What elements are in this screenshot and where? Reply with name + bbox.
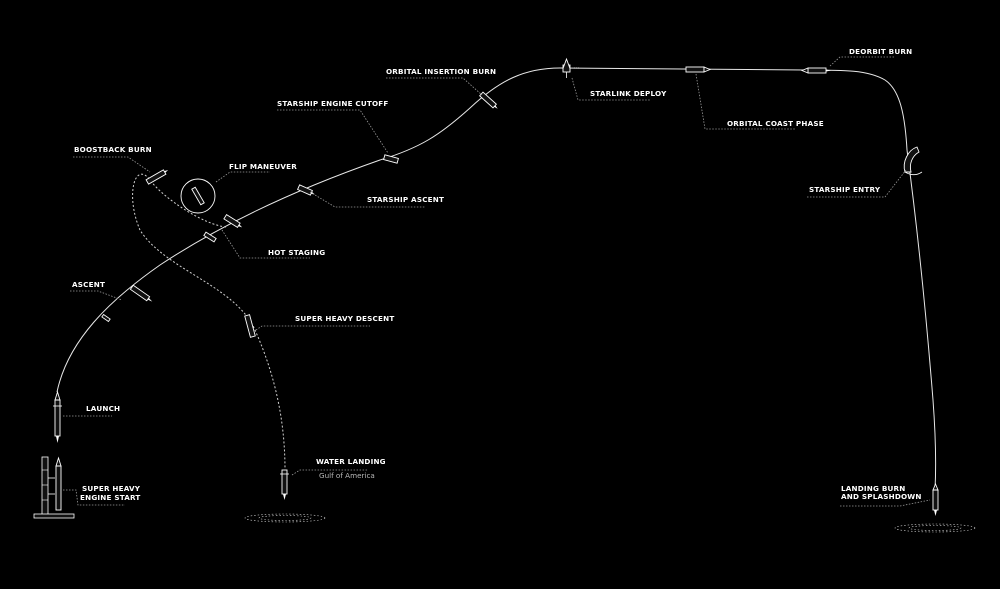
flip-maneuver-circle bbox=[180, 178, 216, 214]
label-hot-staging: HOT STAGING bbox=[268, 248, 325, 257]
label-engine-start-line1: SUPER HEAVY bbox=[82, 484, 141, 493]
label-super-heavy-descent: SUPER HEAVY DESCENT bbox=[295, 314, 394, 323]
leader-deorbit bbox=[829, 56, 895, 67]
label-landing-line2: AND SPLASHDOWN bbox=[841, 492, 922, 501]
boostback-booster-icon bbox=[145, 169, 169, 185]
leader-entry bbox=[807, 169, 907, 198]
label-starship-ascent: STARSHIP ASCENT bbox=[367, 195, 444, 204]
ascent-trajectory bbox=[56, 67, 908, 393]
label-starship-engine-cutoff: STARSHIP ENGINE CUTOFF bbox=[277, 99, 389, 108]
flip-maneuver-booster-icon bbox=[191, 186, 205, 206]
water-landing-splash-icon bbox=[244, 513, 326, 523]
label-launch: LAUNCH bbox=[86, 404, 120, 413]
leader-hot-staging bbox=[221, 229, 310, 259]
leader-orbital-insertion bbox=[386, 77, 483, 96]
label-ascent: ASCENT bbox=[72, 280, 105, 289]
label-starship-entry: STARSHIP ENTRY bbox=[809, 185, 881, 194]
label-orbital-coast-phase: ORBITAL COAST PHASE bbox=[727, 119, 824, 128]
entry-trajectory bbox=[906, 149, 937, 491]
super-heavy-descent-booster-icon bbox=[244, 314, 256, 338]
orbital-coast-ship-icon bbox=[685, 66, 712, 73]
label-starlink-deploy: STARLINK DEPLOY bbox=[590, 89, 667, 98]
leader-flip bbox=[215, 171, 270, 183]
orbital-insertion-burn-icon bbox=[479, 91, 498, 109]
splashdown-water-icon bbox=[894, 523, 976, 533]
ascent-vehicle-icon bbox=[101, 313, 111, 323]
label-flip-maneuver: FLIP MANEUVER bbox=[229, 162, 297, 171]
leader-engine-cutoff bbox=[277, 109, 389, 154]
starship-entry-icon bbox=[903, 146, 923, 176]
ascent-vehicle-icon bbox=[129, 284, 153, 302]
deorbit-burn-ship-icon bbox=[800, 67, 831, 74]
hot-staging-vehicle-icon bbox=[223, 214, 243, 228]
leader-starship-ascent bbox=[309, 191, 425, 208]
water-landing-booster-icon bbox=[280, 469, 289, 500]
label-gulf-of-america: Gulf of America bbox=[319, 471, 375, 480]
label-boostback-burn: BOOSTBACK BURN bbox=[74, 145, 152, 154]
hot-staging-vehicle-icon bbox=[203, 231, 217, 243]
starship-engine-cutoff-icon bbox=[383, 154, 399, 164]
leader-ascent bbox=[70, 290, 123, 301]
label-water-landing: WATER LANDING bbox=[316, 457, 386, 466]
booster-return-trajectory bbox=[132, 173, 286, 471]
landing-ship-icon bbox=[932, 482, 939, 516]
leader-engine-start bbox=[63, 489, 125, 506]
leader-super-heavy-descent bbox=[255, 325, 370, 331]
launch-vehicle-icon bbox=[53, 390, 62, 443]
label-orbital-insertion-burn: ORBITAL INSERTION BURN bbox=[386, 67, 496, 76]
starship-ascent-icon bbox=[296, 184, 316, 196]
label-engine-start-line2: ENGINE START bbox=[80, 493, 141, 502]
leader-water-landing bbox=[291, 469, 368, 476]
leader-coast bbox=[695, 73, 795, 130]
leader-landing bbox=[840, 499, 931, 507]
label-deorbit-burn: DEORBIT BURN bbox=[849, 47, 912, 56]
launch-tower-icon bbox=[33, 456, 75, 519]
label-landing-line1: LANDING BURN bbox=[841, 484, 905, 493]
starlink-deploy-icon bbox=[562, 57, 580, 78]
leader-boostback bbox=[73, 156, 151, 173]
